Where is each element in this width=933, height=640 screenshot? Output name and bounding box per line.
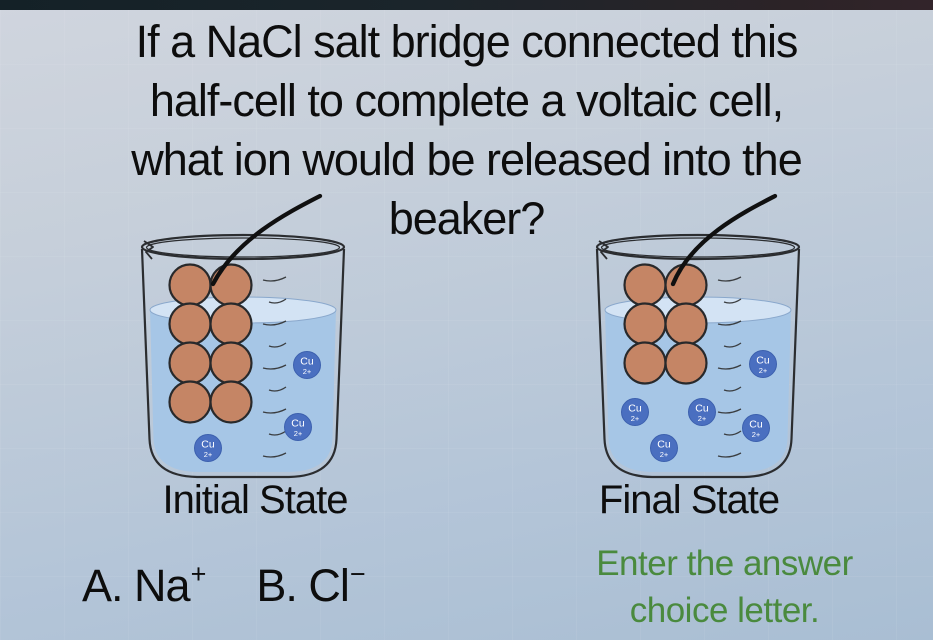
beaker-spout	[598, 240, 609, 260]
cu-ion-symbol: Cu	[628, 403, 642, 415]
beaker-rim-inner	[145, 237, 341, 258]
graduation-mark	[717, 320, 742, 326]
copper-atom	[168, 263, 212, 307]
copper-atom	[168, 341, 212, 385]
cu-ion: Cu2+	[194, 434, 222, 462]
cu-ion-charge: 2+	[660, 450, 669, 459]
graduation-mark	[268, 342, 287, 348]
graduation-mark	[262, 408, 287, 414]
graduation-mark	[717, 364, 742, 370]
cu-ion-symbol: Cu	[756, 355, 770, 367]
beaker-glass	[140, 248, 346, 479]
beaker-rim	[140, 233, 346, 261]
beaker-illustration: Cu2+Cu2+Cu2+	[140, 193, 346, 479]
graduation-mark	[268, 430, 287, 436]
graduation-mark	[268, 386, 287, 392]
copper-atom	[168, 380, 212, 424]
copper-atom	[623, 341, 667, 385]
answer-prompt: Enter the answer choice letter.	[596, 544, 853, 630]
cu-ion: Cu2+	[284, 413, 312, 441]
beaker-glass	[595, 248, 801, 479]
cu-ion-symbol: Cu	[300, 356, 314, 368]
graduation-mark	[723, 386, 742, 392]
copper-atom	[209, 263, 253, 307]
copper-atom	[209, 302, 253, 346]
graduation-mark	[717, 276, 742, 282]
choice-b[interactable]: B. Cl−	[256, 559, 366, 611]
copper-atom	[623, 263, 667, 307]
cu-ion: Cu2+	[688, 398, 716, 426]
cu-ion-charge: 2+	[759, 366, 768, 375]
cu-ion: Cu2+	[742, 414, 770, 442]
final-state-label: Final State	[598, 478, 780, 522]
cu-ion-symbol: Cu	[657, 439, 671, 451]
graduation-mark	[723, 298, 742, 304]
graduation-mark	[262, 320, 287, 326]
electrode-wire	[210, 193, 323, 287]
question-line: If a NaCl salt bridge connected this	[135, 16, 799, 67]
cu-ion-symbol: Cu	[291, 418, 305, 430]
copper-atom	[209, 380, 253, 424]
copper-atom	[664, 341, 708, 385]
question-text: If a NaCl salt bridge connected this hal…	[0, 12, 933, 248]
copper-atom	[623, 302, 667, 346]
cu-ion-charge: 2+	[294, 429, 303, 438]
cu-ion-charge: 2+	[631, 414, 640, 423]
beaker-rim-inner	[600, 237, 796, 258]
beaker-rim	[595, 233, 801, 261]
answer-choices: A. Na+ B. Cl−	[82, 559, 366, 612]
cu-ion-charge: 2+	[303, 367, 312, 376]
charge-superscript: +	[190, 559, 207, 589]
graduation-mark	[717, 452, 742, 458]
graduation-mark	[717, 408, 742, 414]
question-line: half-cell to complete a voltaic cell,	[149, 75, 784, 126]
cu-ion-charge: 2+	[204, 450, 213, 459]
beaker-spout	[143, 240, 154, 260]
cu-ion-symbol: Cu	[201, 439, 215, 451]
beaker-illustration: Cu2+Cu2+Cu2+Cu2+Cu2+	[595, 193, 801, 479]
cu-ion: Cu2+	[293, 351, 321, 379]
top-bar	[0, 0, 933, 10]
graduation-mark	[723, 430, 742, 436]
electrode-wire	[670, 193, 778, 287]
cu-ion: Cu2+	[749, 350, 777, 378]
copper-atom	[664, 302, 708, 346]
cu-ion-charge: 2+	[698, 414, 707, 423]
question-line: what ion would be released into the	[131, 134, 802, 185]
graduation-mark	[723, 342, 742, 348]
choice-a[interactable]: A. Na+	[82, 559, 207, 611]
cu-ion-symbol: Cu	[749, 419, 763, 431]
cu-ion: Cu2+	[650, 434, 678, 462]
copper-atom	[168, 302, 212, 346]
copper-atom	[209, 341, 253, 385]
graduation-mark	[262, 452, 287, 458]
graduation-mark	[268, 298, 287, 304]
graduation-mark	[262, 364, 287, 370]
graduation-mark	[262, 276, 287, 282]
cu-ion-charge: 2+	[752, 430, 761, 439]
charge-superscript: −	[349, 559, 366, 589]
question-line: beaker?	[388, 193, 546, 244]
initial-state-label: Initial State	[162, 478, 349, 522]
cu-ion: Cu2+	[621, 398, 649, 426]
cu-ion-symbol: Cu	[695, 403, 709, 415]
